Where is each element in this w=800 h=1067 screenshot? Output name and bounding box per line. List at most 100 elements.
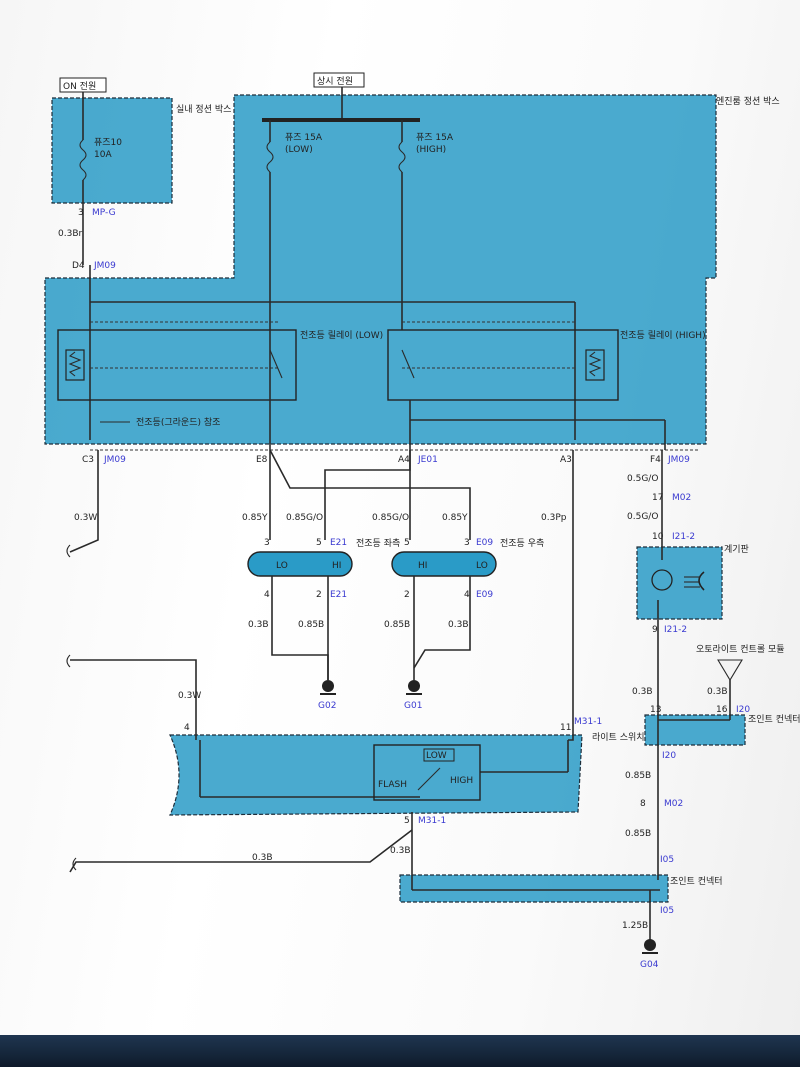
connector-i20b: I20	[662, 751, 676, 761]
ground-note: 전조등(그라운드) 참조	[136, 417, 220, 428]
right-lamp-hi: HI	[418, 561, 427, 571]
pin-d4: D4	[72, 261, 85, 271]
pin-a3: A3	[560, 455, 572, 465]
left-headlamp	[247, 551, 353, 577]
wiring-diagram: ON 전원 상시 전원 실내 정션 박스 엔진룸 정션 박스 퓨즈10 10A …	[44, 72, 800, 970]
low-beam-right-wire	[269, 449, 471, 540]
switch-low: LOW	[426, 751, 447, 761]
connector-i21-2-bot: I21-2	[664, 625, 687, 635]
engine-junction-label: 엔진룸 정션 박스	[716, 96, 780, 107]
wire-085b-right: 0.85B	[384, 620, 410, 630]
wire-085go-left: 0.85G/O	[286, 513, 323, 523]
wire-085b-left: 0.85B	[298, 620, 324, 630]
connector-m02-bot: M02	[664, 799, 683, 809]
indoor-junction-label: 실내 정션 박스	[176, 104, 231, 115]
pin-17: 17	[652, 493, 663, 503]
pin-8: 8	[640, 799, 646, 809]
connector-e09-bot: E09	[476, 590, 493, 600]
high-relay-label: 전조등 릴레이 (HIGH)	[620, 330, 706, 341]
connector-jm09-c3: JM09	[103, 455, 126, 465]
high-beam-symbol-icon	[698, 571, 705, 591]
ground-g02: G02	[318, 701, 336, 711]
wire-03b-sw: 0.3B	[390, 846, 411, 856]
pin-f4: F4	[650, 455, 661, 465]
high-relay-frame	[387, 329, 619, 401]
wire-03b-long-label: 0.3B	[252, 853, 273, 863]
left-lamp-name: 전조등 좌측	[356, 538, 400, 549]
auto-light-label: 오토라이트 컨트롤 모듈	[696, 644, 785, 655]
wire-03w-to-switch	[69, 450, 99, 553]
high-relay-contact	[401, 349, 415, 379]
wire-085b-2: 0.85B	[625, 829, 651, 839]
switch-pin-5: 5	[404, 816, 410, 826]
low-fuse-label: 퓨즈 15A	[285, 132, 323, 143]
right-lamp-pin5: 5	[404, 538, 410, 548]
switch-low-box	[423, 748, 455, 762]
indoor-junction-box	[51, 97, 173, 204]
ground-g02-icon	[320, 680, 336, 695]
connector-je01: JE01	[417, 455, 438, 465]
wire-085go-right: 0.85G/O	[372, 513, 409, 523]
connector-m31-1-bot: M31-1	[418, 816, 446, 826]
joint-connector-label: 조인트 컨넥터	[670, 876, 723, 887]
high-relay-coil	[585, 349, 605, 381]
wire-03b-left: 0.3B	[248, 620, 269, 630]
fuse10-label: 퓨즈10	[94, 137, 122, 148]
battery-power-label: 상시 전원	[317, 76, 353, 87]
switch-frame	[373, 744, 481, 801]
low-fuse-range: (LOW)	[285, 145, 313, 155]
connector-jm09-d4: JM09	[93, 261, 116, 271]
wire-03w-into-switch	[70, 659, 197, 740]
high-fuse-range: (HIGH)	[416, 145, 446, 155]
auto-light-sensor-icon	[717, 659, 743, 682]
high-fuse-symbol	[398, 141, 406, 173]
on-power-label: ON 전원	[63, 81, 96, 92]
instrument-label: 계기판	[724, 543, 749, 555]
ground-g01: G01	[404, 701, 422, 711]
light-switch-label: 라이트 스위치	[592, 731, 645, 743]
connector-i20: I20	[736, 705, 750, 715]
right-lamp-lo: LO	[476, 561, 488, 571]
left-lamp-hi: HI	[332, 561, 341, 571]
wire-03w-b: 0.3W	[178, 691, 201, 701]
low-relay-frame	[57, 329, 297, 401]
joint-connector-box	[399, 874, 669, 903]
pin-13: 13	[650, 705, 661, 715]
pin-16: 16	[716, 705, 728, 715]
wire-125b: 1.25B	[622, 921, 648, 931]
light-switch-box	[169, 734, 583, 816]
connector-i05b: I05	[660, 906, 674, 916]
switch-pin-11: 11	[560, 723, 571, 733]
wire-05go-a: 0.5G/O	[627, 474, 658, 484]
right-lamp-pin4: 4	[464, 590, 470, 600]
switch-high: HIGH	[450, 776, 473, 786]
connector-m31-1: M31-1	[574, 717, 602, 727]
left-lamp-pin2: 2	[316, 590, 322, 600]
instrument-cluster-box	[636, 546, 723, 620]
right-lamp-pin2: 2	[404, 590, 410, 600]
pin-a4: A4	[398, 455, 410, 465]
joint-connector-label-top: 조인트 컨넥터	[748, 714, 800, 725]
break-mark-2	[66, 654, 71, 668]
wire-03b-a: 0.3B	[707, 687, 728, 697]
wire-03w: 0.3W	[74, 513, 97, 523]
left-lamp-pin5: 5	[316, 538, 322, 548]
low-relay-coil	[65, 349, 85, 381]
right-lamp-name: 전조등 우측	[500, 538, 544, 549]
pin-3: 3	[78, 208, 84, 218]
pin-c3: C3	[82, 455, 94, 465]
high-relay-resistor	[588, 351, 602, 377]
wire-03b-long	[69, 829, 413, 873]
break-mark-3	[72, 857, 77, 871]
ground-g01-icon	[406, 680, 422, 695]
connector-e21-bot: E21	[330, 590, 347, 600]
low-relay-resistor	[68, 351, 82, 377]
low-fuse-symbol	[266, 141, 274, 173]
connector-mp-g: MP-G	[92, 208, 116, 218]
ground-g04-icon	[642, 939, 658, 954]
pin-9: 9	[652, 625, 658, 635]
engine-junction-box	[44, 94, 717, 445]
connector-i05: I05	[660, 855, 674, 865]
fuse10-symbol	[79, 139, 87, 181]
wire-03br: 0.3Br	[58, 229, 82, 239]
